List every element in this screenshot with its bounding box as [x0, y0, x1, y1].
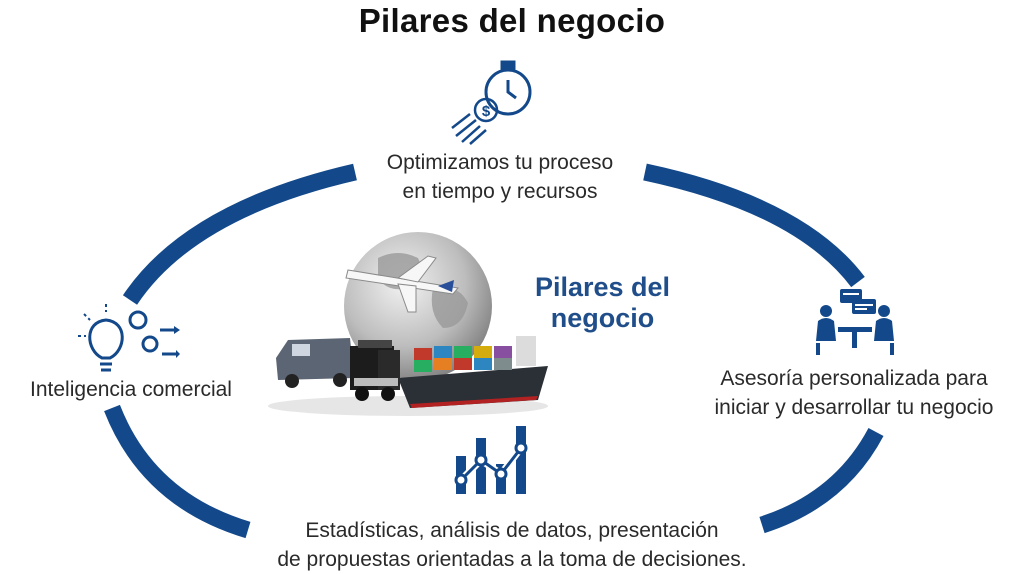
globe-plane-truck-ship-icon: [268, 232, 548, 416]
van-shape: [276, 338, 354, 388]
lightbulb-gears-icon: [78, 304, 180, 372]
pillar-bottom-text: Estadísticas, análisis de datos, present…: [277, 519, 747, 571]
center-label: Pilares del negocio: [534, 272, 671, 333]
ring-arc-top-right: [643, 163, 865, 288]
airplane-shape: [345, 255, 459, 313]
pillar-top-text: Optimizamos tu proceso en tiempo y recur…: [386, 151, 614, 203]
ring-arc-top-left: [122, 163, 357, 305]
cargo-ship-shape: [398, 336, 548, 408]
truck-shape: [350, 340, 400, 401]
pillar-left-text: Inteligencia comercial: [30, 378, 232, 401]
meeting-consulting-icon: [816, 289, 894, 355]
ring-arc-bottom-left: [104, 404, 251, 539]
page-title: Pilares del negocio: [358, 2, 666, 39]
stopwatch-dollar-icon: $: [451, 60, 532, 145]
bar-chart-trend-icon: [454, 426, 528, 494]
pillar-right-text: Asesoría personalizada para iniciar y de…: [714, 367, 994, 419]
svg-text:$: $: [482, 103, 491, 120]
ring-arc-bottom-right: [759, 427, 884, 534]
